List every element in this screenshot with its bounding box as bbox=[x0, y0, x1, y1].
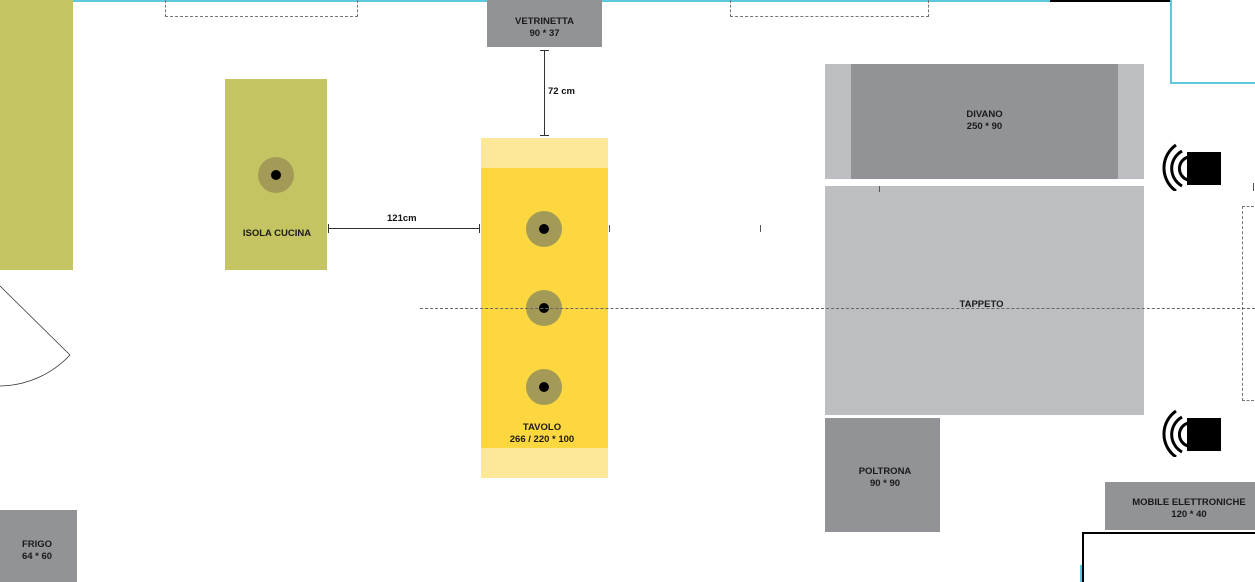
mobile-elettroniche-label: MOBILE ELETTRONICHE 120 * 40 bbox=[1132, 497, 1246, 520]
divano-label: DIVANO 250 * 90 bbox=[966, 109, 1003, 132]
ceiling-light-icon bbox=[526, 369, 562, 405]
wall-right-blue-h bbox=[1170, 82, 1255, 84]
vetrinetta-label: VETRINETTA 90 * 37 bbox=[515, 16, 574, 39]
tick-mark bbox=[609, 225, 610, 232]
dimension-tick bbox=[479, 224, 480, 233]
door-swing bbox=[0, 285, 71, 387]
dimension-label-horizontal: 121cm bbox=[387, 213, 417, 224]
dimension-line-horizontal bbox=[328, 228, 480, 229]
tick-mark bbox=[879, 186, 880, 192]
dimension-line-vertical bbox=[544, 50, 545, 136]
tavolo-extension-top bbox=[481, 138, 608, 168]
speaker-icon bbox=[1162, 409, 1221, 457]
ceiling-light-icon bbox=[526, 211, 562, 247]
tavolo-extension-bottom bbox=[481, 448, 608, 478]
mobile-elettroniche bbox=[1105, 482, 1255, 530]
window-outline bbox=[1242, 206, 1255, 401]
wall-bottom-right bbox=[1082, 532, 1255, 534]
tick-mark bbox=[1253, 183, 1254, 191]
vetrinetta bbox=[487, 0, 602, 47]
tappeto-label: TAPPETO bbox=[959, 299, 1004, 310]
window-outline bbox=[165, 0, 358, 17]
dimension-tick bbox=[540, 50, 549, 51]
poltrona bbox=[825, 418, 940, 532]
tappeto bbox=[825, 186, 1144, 415]
speaker-icon bbox=[1162, 143, 1221, 191]
dimension-label-vertical: 72 cm bbox=[548, 86, 575, 97]
divano bbox=[851, 64, 1118, 179]
wall-top-black-right bbox=[1050, 0, 1170, 2]
wall-bottom-right-v bbox=[1082, 532, 1084, 582]
center-axis-line bbox=[420, 308, 1255, 309]
tick-mark bbox=[760, 225, 761, 232]
wall-bottom-right-blue bbox=[1080, 565, 1082, 582]
window-outline bbox=[730, 0, 929, 17]
dimension-tick bbox=[328, 224, 329, 233]
frigo-label: FRIGO 64 * 60 bbox=[21, 539, 53, 562]
wall-right-blue bbox=[1170, 0, 1172, 84]
tavolo-label: TAVOLO 266 / 220 * 100 bbox=[509, 422, 575, 445]
frigo bbox=[0, 510, 77, 582]
isola-cucina-label: ISOLA CUCINA bbox=[242, 228, 312, 239]
dimension-tick bbox=[540, 135, 549, 136]
ceiling-light-icon bbox=[258, 157, 294, 193]
poltrona-label: POLTRONA 90 * 90 bbox=[858, 466, 912, 489]
kitchen-counter bbox=[0, 0, 73, 270]
